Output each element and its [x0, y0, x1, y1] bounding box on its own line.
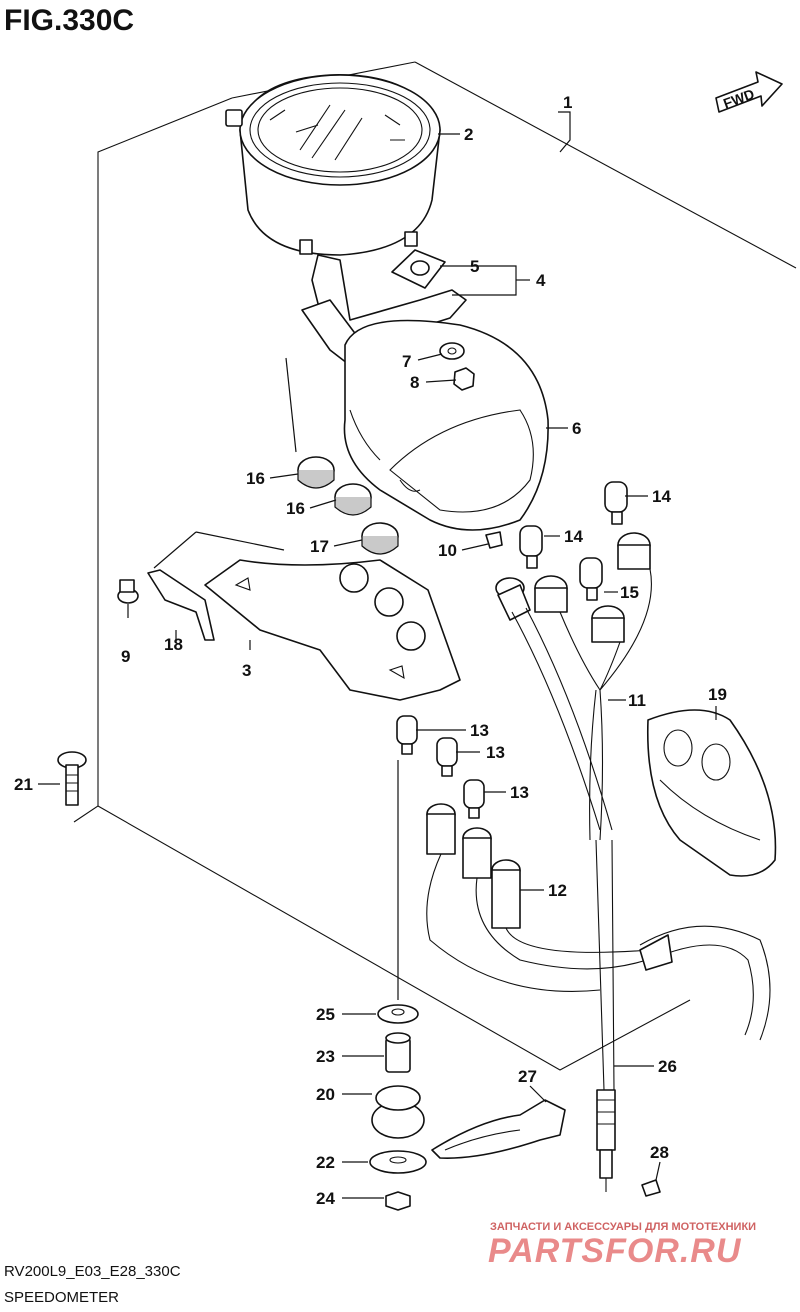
- cover-19: [646, 709, 777, 877]
- cable-end: [495, 577, 613, 831]
- screw-10: [485, 531, 503, 549]
- callout-22: 22: [316, 1153, 335, 1172]
- callout-15: 15: [620, 583, 639, 602]
- screw-28: [641, 1179, 661, 1197]
- indicator-caps: [297, 456, 399, 555]
- socket-harness-12: [426, 803, 771, 1041]
- callout-14-a: 14: [652, 487, 671, 506]
- bulbs-14: [519, 481, 628, 601]
- callout-5: 5: [470, 257, 479, 276]
- bracket-18: [147, 569, 215, 641]
- callout-16-a: 16: [246, 469, 265, 488]
- callout-26: 26: [658, 1057, 677, 1076]
- clamp-27: [431, 1099, 566, 1159]
- callout-23: 23: [316, 1047, 335, 1066]
- callout-8: 8: [410, 373, 419, 392]
- mounting-stack: [369, 760, 427, 1211]
- bolt-9: [117, 579, 139, 604]
- speedometer-cable-26: [595, 839, 616, 1192]
- callout-3: 3: [242, 661, 251, 680]
- fwd-arrow-icon: FWD: [715, 71, 783, 113]
- callout-6: 6: [572, 419, 581, 438]
- callout-13-a: 13: [470, 721, 489, 740]
- section-name: SPEEDOMETER: [4, 1289, 119, 1306]
- assembly-outline: [73, 97, 233, 823]
- callout-21: 21: [14, 775, 33, 794]
- callout-19: 19: [708, 685, 727, 704]
- callout-9: 9: [121, 647, 130, 666]
- speedometer-gauge: [225, 74, 441, 256]
- meter-case: [343, 319, 549, 531]
- callout-13-c: 13: [510, 783, 529, 802]
- callout-1: 1: [563, 93, 572, 112]
- washer-7: [439, 342, 465, 360]
- bolt-21: [57, 751, 87, 806]
- callout-16-b: 16: [286, 499, 305, 518]
- callout-11: 11: [628, 691, 646, 710]
- watermark-logo: PARTSFOR.RU: [488, 1232, 742, 1270]
- callout-13-b: 13: [486, 743, 505, 762]
- callout-7: 7: [402, 352, 411, 371]
- model-code: RV200L9_E03_E28_330C: [4, 1263, 181, 1280]
- callout-28: 28: [650, 1143, 669, 1162]
- figure-title: FIG.330C: [4, 4, 134, 37]
- indicator-panel: [204, 559, 461, 701]
- leader-lines: [38, 111, 717, 1199]
- socket-harness-11: [534, 532, 652, 841]
- callout-4: 4: [536, 271, 546, 290]
- callout-10: 10: [438, 541, 457, 560]
- callout-27: 27: [518, 1067, 537, 1086]
- callout-14-b: 14: [564, 527, 583, 546]
- callout-25: 25: [316, 1005, 335, 1024]
- watermark-caption: ЗАПЧАСТИ И АКСЕССУАРЫ ДЛЯ МОТОТЕХНИКИ: [490, 1221, 756, 1233]
- callout-24: 24: [316, 1189, 335, 1208]
- watermark: ЗАПЧАСТИ И АКСЕССУАРЫ ДЛЯ МОТОТЕХНИКИ PA…: [488, 1221, 756, 1270]
- callout-12: 12: [548, 881, 567, 900]
- nut-8: [453, 367, 475, 391]
- callout-17: 17: [310, 537, 329, 556]
- callout-20: 20: [316, 1085, 335, 1104]
- callout-2: 2: [464, 125, 473, 144]
- damper-clip: [391, 249, 446, 289]
- callout-labels: 1 2 3 4 5 6 7 8 9 10 11 12 13 13 13 14 1…: [14, 93, 727, 1208]
- callout-18: 18: [164, 635, 183, 654]
- fwd-label: FWD: [721, 86, 756, 112]
